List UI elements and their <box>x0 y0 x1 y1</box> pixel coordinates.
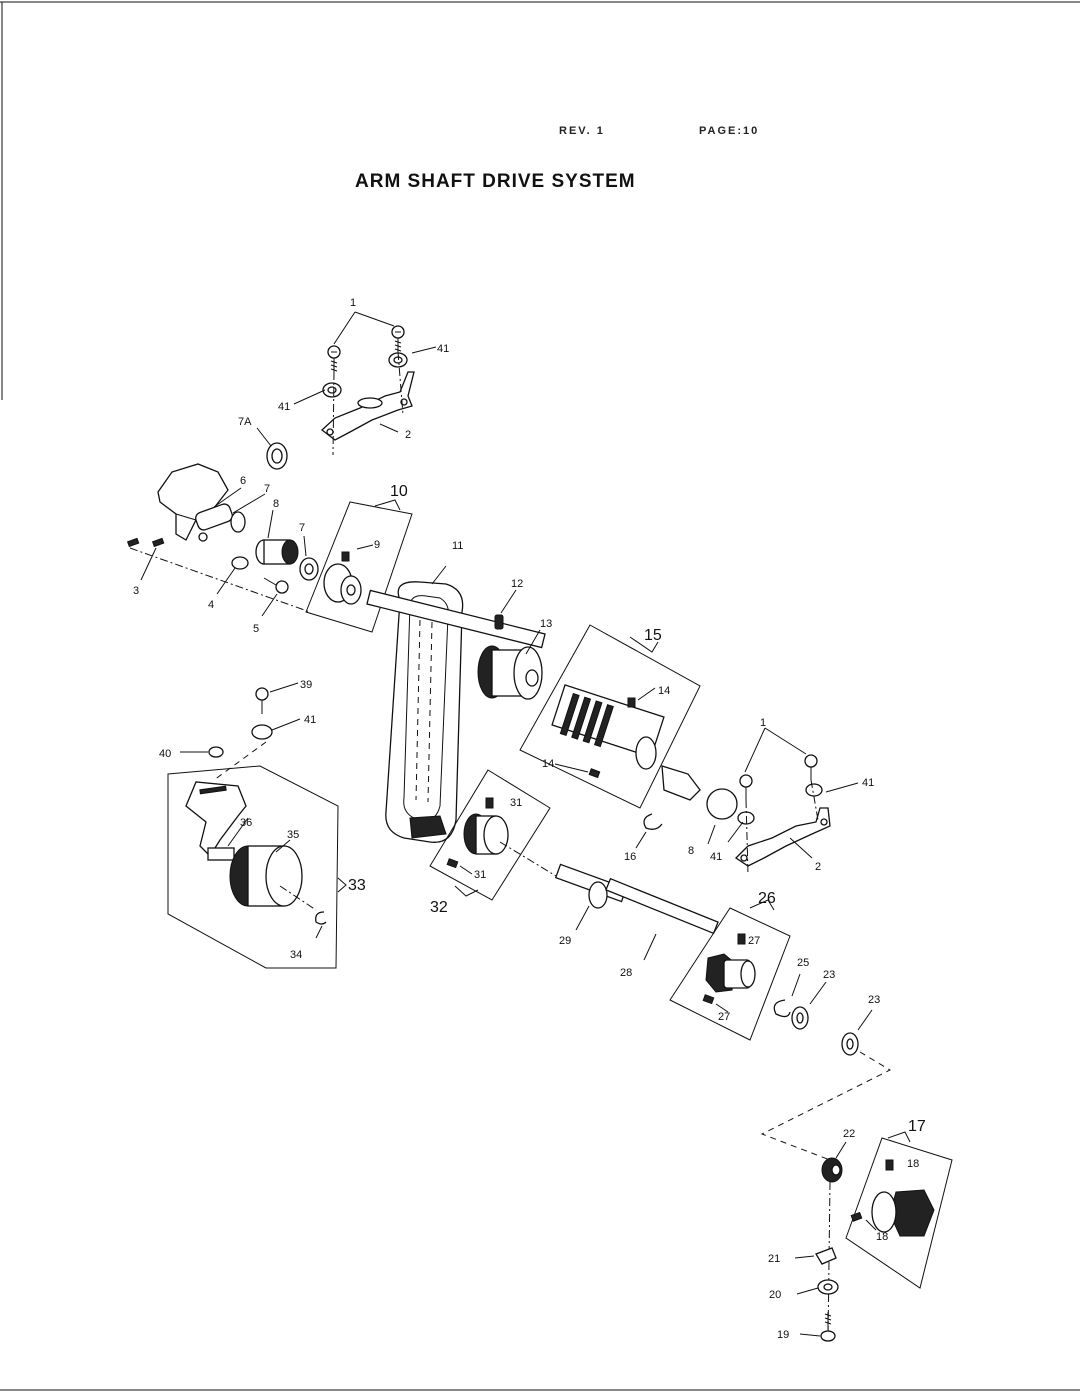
callout-2: 2 <box>405 429 411 441</box>
callout-41: 41 <box>304 714 316 726</box>
group-33-motor-assembly <box>167 682 347 969</box>
bracket-icon <box>734 807 831 867</box>
screw-icon <box>255 687 269 714</box>
washer-icon <box>208 746 224 758</box>
screw-icon <box>804 754 818 780</box>
callout-19: 19 <box>777 1329 789 1341</box>
arm-shaft-end-assembly <box>126 427 319 617</box>
washer-icon <box>231 556 249 570</box>
pulley-13 <box>477 589 543 700</box>
callout-21: 21 <box>768 1253 780 1265</box>
screw-icon <box>739 774 753 800</box>
drive-shaft-assembly <box>499 841 719 961</box>
set-screw-icon <box>126 537 140 548</box>
callout-9: 9 <box>374 539 380 551</box>
callout-32: 32 <box>430 899 448 916</box>
coupling-assembly <box>635 765 738 849</box>
callout-27: 27 <box>748 935 760 947</box>
callout-17: 17 <box>908 1118 926 1135</box>
callout-18: 18 <box>876 1231 888 1243</box>
callout-15: 15 <box>644 627 662 644</box>
timing-belt-assembly <box>366 565 546 843</box>
callout-36: 36 <box>240 817 252 829</box>
callout-14: 14 <box>542 758 554 770</box>
callout-7: 7 <box>299 522 305 534</box>
callout-13: 13 <box>540 618 552 630</box>
callout-29: 29 <box>559 935 571 947</box>
callout-40: 40 <box>159 748 171 760</box>
callout-39: 39 <box>300 679 312 691</box>
washer-icon <box>388 352 408 368</box>
callout-23: 23 <box>823 969 835 981</box>
group-32-pulley <box>429 769 551 901</box>
callout-25: 25 <box>797 957 809 969</box>
screw-icon <box>327 345 341 372</box>
callout-7A: 7A <box>238 416 252 428</box>
washer-icon <box>251 724 273 740</box>
callout-3: 3 <box>133 585 139 597</box>
callout-7: 7 <box>264 483 270 495</box>
callout-41: 41 <box>710 851 722 863</box>
callout-41: 41 <box>437 343 449 355</box>
callout-35: 35 <box>287 829 299 841</box>
bracket-icon <box>185 781 247 858</box>
callout-26: 26 <box>758 890 776 907</box>
callout-27: 27 <box>718 1011 730 1023</box>
group-17-lower-gear <box>794 1131 953 1342</box>
screw-icon <box>820 1312 836 1342</box>
group-10-bushing <box>305 499 413 633</box>
callout-8: 8 <box>688 845 694 857</box>
callout-22: 22 <box>843 1128 855 1140</box>
callout-20: 20 <box>769 1289 781 1301</box>
callout-1: 1 <box>350 297 356 309</box>
callout-10: 10 <box>390 483 408 500</box>
callout-33: 33 <box>348 877 366 894</box>
group-26-gear <box>669 899 791 1041</box>
revision-label: REV. 1 <box>559 125 605 137</box>
callout-2: 2 <box>815 861 821 873</box>
set-screw-icon <box>151 537 165 548</box>
callout-31: 31 <box>510 797 522 809</box>
callout-34: 34 <box>290 949 302 961</box>
callout-18: 18 <box>907 1158 919 1170</box>
callout-14: 14 <box>658 685 670 697</box>
lower-bracket-assembly <box>727 727 859 875</box>
bushing-icon <box>255 539 299 565</box>
callout-16: 16 <box>624 851 636 863</box>
callout-8: 8 <box>273 498 279 510</box>
upper-bracket-assembly <box>293 311 437 456</box>
washer-icon <box>322 382 342 398</box>
callout-41: 41 <box>862 777 874 789</box>
crank-housing-icon <box>157 463 229 541</box>
callout-4: 4 <box>208 599 214 611</box>
bushing-icon <box>821 1157 843 1183</box>
callout-12: 12 <box>511 578 523 590</box>
group-15-worm-gear <box>519 624 701 809</box>
screw-icon <box>263 577 289 594</box>
washer-icon <box>805 783 823 797</box>
callout-11: 11 <box>452 540 463 552</box>
callout-31: 31 <box>474 869 486 881</box>
part-callouts: 1 41 41 2 7A 6 7 8 7 10 9 3 4 5 11 12 13… <box>133 297 926 1341</box>
callout-6: 6 <box>240 475 246 487</box>
page-number-label: PAGE:10 <box>699 125 760 137</box>
page-title: ARM SHAFT DRIVE SYSTEM <box>355 171 636 192</box>
retaining-rings <box>760 973 892 1161</box>
callout-23: 23 <box>868 994 880 1006</box>
callout-5: 5 <box>253 623 259 635</box>
callout-1: 1 <box>760 717 766 729</box>
screw-icon <box>391 325 405 352</box>
callout-41: 41 <box>278 401 290 413</box>
callout-28: 28 <box>620 967 632 979</box>
